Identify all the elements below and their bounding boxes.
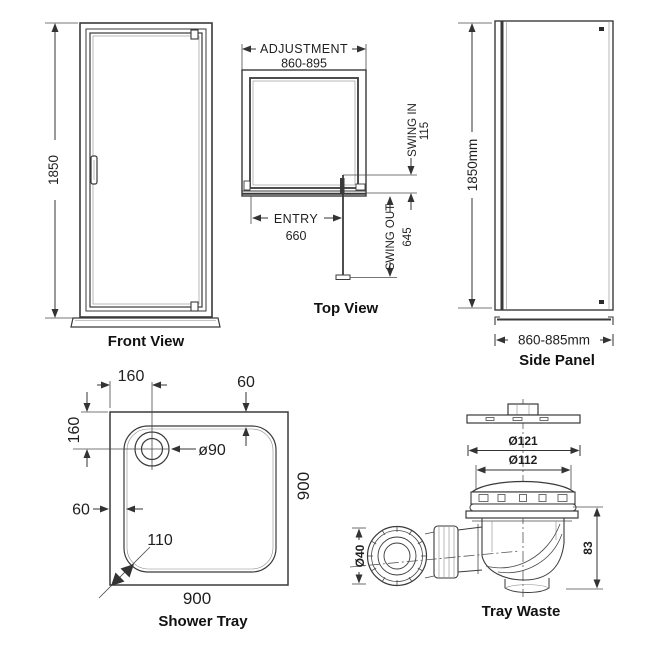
fixing-point-top [599, 27, 604, 31]
tray-depth-text: 900 [294, 472, 313, 500]
rim-top-text: 60 [237, 374, 255, 391]
wall-profile-left-block [243, 180, 251, 191]
adjustment-label: ADJUSTMENT [260, 42, 348, 56]
side-panel-height-dimension: 1850mm [458, 22, 492, 309]
tray-waste: Ø121 Ø112 [349, 399, 603, 620]
entry-label: ENTRY [274, 212, 318, 226]
adjustment-dimension: ADJUSTMENT 860-895 [241, 42, 367, 71]
tray-width-text: 900 [183, 589, 211, 608]
rim-left-text: 60 [72, 502, 90, 519]
swing-out-label: SWING OUT [385, 204, 397, 270]
drain-offset-left-text: 160 [66, 417, 83, 444]
side-panel-width-dimension: 860-885mm [494, 333, 614, 348]
waste-body [481, 518, 565, 593]
dome-diameter-dimension: Ø112 [475, 453, 572, 489]
door-glass-panel [89, 32, 203, 308]
pipe-diameter-dimension: Ø40 [352, 527, 367, 585]
front-view-tray-base [70, 317, 221, 328]
side-panel-height-dim-text: 1850mm [465, 139, 480, 192]
door-hinge-bottom [190, 301, 199, 312]
waste-height-text: 83 [581, 541, 595, 555]
front-view-height-dimension: 1850 [45, 22, 78, 319]
waste-cover-plate [466, 403, 581, 424]
front-view-height-dim-text: 1850 [46, 155, 61, 185]
entry-value: 660 [286, 229, 307, 243]
pipe-centerline [349, 550, 521, 568]
waste-flange [465, 510, 579, 522]
swivel-nut [366, 525, 435, 587]
drain-diameter-text: ø90 [198, 442, 226, 459]
corner-radius-text: 110 [147, 532, 173, 549]
corner-radius-callout: 110 [98, 532, 173, 599]
top-view: ADJUSTMENT 860-895 SWING IN 115 SWING OU… [241, 42, 431, 317]
pipe-diameter-text: Ø40 [353, 544, 367, 567]
drain-offset-top-text: 160 [118, 368, 145, 385]
front-view-label: Front View [108, 333, 185, 350]
tray-inner-surface [123, 425, 277, 573]
compression-collar [433, 525, 459, 579]
drain-offset-top-dimension: 160 [97, 368, 167, 408]
drain-offset-left-dimension: 160 [66, 392, 108, 467]
swing-in-label: SWING IN [407, 103, 419, 157]
swing-in-value: 115 [419, 122, 431, 140]
tray-inner-surface-line [126, 428, 274, 570]
fixing-point-bottom [599, 300, 604, 304]
flange-diameter-dimension: Ø121 [467, 434, 581, 456]
side-panel-bottom-rail [494, 316, 614, 325]
drain-diameter-callout: ø90 [171, 442, 226, 459]
door-frame-inner [85, 28, 207, 312]
swing-in-dimension: SWING IN 115 [407, 103, 431, 210]
entry-dimension: ENTRY 660 [250, 196, 342, 243]
door-hinge-top [190, 29, 199, 40]
shower-tray: 160 160 60 60 ø90 110 900 900 [66, 368, 313, 630]
enclosure-glass-wall [249, 77, 359, 189]
rim-top-dimension: 60 [237, 374, 255, 446]
flange-diameter-text: Ø121 [508, 434, 538, 448]
side-panel-width-dim-text: 860-885mm [518, 333, 590, 348]
waste-dome-cap [469, 480, 577, 512]
wall-profile-right-block [355, 183, 366, 191]
swing-out-dimension: SWING OUT 645 [385, 196, 414, 277]
dome-diameter-text: Ø112 [509, 453, 538, 467]
enclosure-outer-profile [241, 69, 367, 197]
top-view-label: Top View [314, 300, 379, 317]
side-panel: 1850mm 860-885mm Side Panel [458, 20, 614, 369]
adjustment-range: 860-895 [281, 57, 327, 71]
side-panel-glass [494, 20, 614, 311]
side-panel-label: Side Panel [519, 352, 595, 369]
rim-left-dimension: 60 [72, 502, 143, 519]
enclosure-glass-inner-line [252, 80, 356, 186]
tray-waste-label: Tray Waste [482, 603, 561, 620]
waste-height-dimension: 83 [566, 506, 603, 590]
swing-out-value: 645 [402, 227, 414, 246]
tray-outer-edge [109, 411, 289, 586]
door-end-cap [335, 274, 351, 280]
waste-inlet-pipe [457, 524, 483, 574]
door-frame-outer [79, 22, 213, 318]
front-view: 1850 Front View [45, 22, 221, 350]
shower-tray-label: Shower Tray [158, 613, 248, 630]
